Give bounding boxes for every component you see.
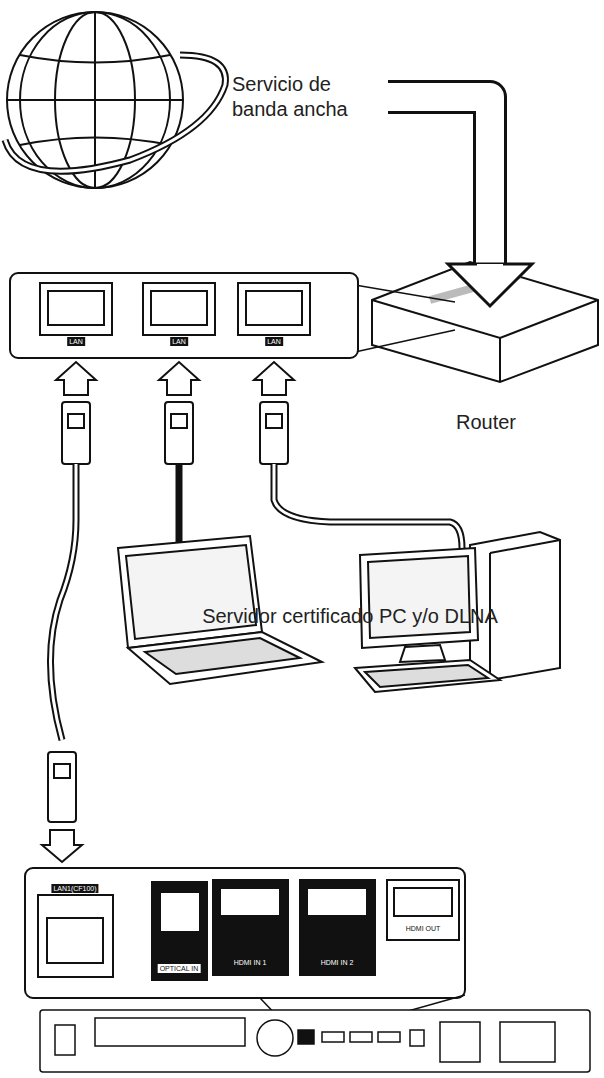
port-label: OPTICAL IN bbox=[158, 964, 201, 973]
player-plug bbox=[42, 752, 82, 862]
router bbox=[372, 262, 598, 382]
node-text: Router bbox=[372, 410, 600, 435]
port-label: LAN1(CF100) bbox=[51, 884, 98, 893]
port-label: HDMI OUT bbox=[404, 924, 443, 933]
port-label: HDMI IN 2 bbox=[319, 958, 356, 967]
broadband-arrow bbox=[384, 97, 532, 306]
player bbox=[40, 1010, 590, 1072]
router-node: Router bbox=[372, 250, 600, 435]
plugs bbox=[56, 362, 294, 464]
port-label: HDMI IN 1 bbox=[232, 958, 269, 967]
node-text: Servidor certificado PC y/o DLNA bbox=[150, 604, 550, 629]
internet-node: Servicio de banda ancha bbox=[232, 72, 382, 122]
port-label: LAN bbox=[170, 337, 188, 346]
globe bbox=[5, 12, 225, 188]
server-node: Servidor certificado PC y/o DLNA bbox=[150, 604, 550, 629]
node-text: Servicio de banda ancha bbox=[232, 72, 382, 122]
port-panel bbox=[10, 273, 455, 358]
port-label: LAN bbox=[265, 337, 283, 346]
port-label: LAN bbox=[67, 337, 85, 346]
